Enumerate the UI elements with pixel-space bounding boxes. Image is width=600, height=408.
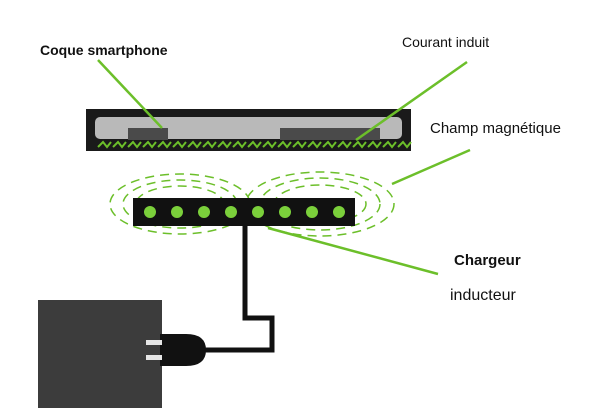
leader-phone-case [97,59,163,129]
coil-mark [382,140,397,149]
coil-mark [367,140,382,149]
label-charger-line1: Chargeur [454,252,521,269]
leader-induced-current [355,60,468,142]
coil-mark [157,140,172,149]
coil-mark [97,140,112,149]
label-induced-current: Courant induit [402,34,490,50]
charger-leds [144,206,345,218]
coil-mark [247,140,262,149]
leader-lines [97,59,471,276]
label-charger-line2: inducteur [450,287,516,304]
coil-mark [127,140,142,149]
charger-led [144,206,156,218]
coil-mark [337,140,352,149]
inductive-charger [133,198,355,226]
charger-led [333,206,345,218]
coil-mark [217,140,232,149]
coil-mark [277,140,292,149]
coil-mark [397,140,412,149]
leader-charger [267,226,439,276]
induced-current-coil [97,140,412,149]
coil-mark [232,140,247,149]
power-cable [195,226,275,353]
coil-mark [322,140,337,149]
charger-led [225,206,237,218]
charger-led [306,206,318,218]
coil-mark [142,140,157,149]
power-adapter [38,300,206,408]
coil-mark [262,140,277,149]
charger-led [279,206,291,218]
coil-mark [307,140,322,149]
coil-mark [352,140,367,149]
label-magnetic-field: Champ magnétique [430,120,561,137]
coil-mark [202,140,217,149]
coil-mark [112,140,127,149]
coil-mark [187,140,202,149]
coil-mark [172,140,187,149]
charger-led [171,206,183,218]
charger-led [252,206,264,218]
charger-led [198,206,210,218]
coil-mark [292,140,307,149]
label-phone-case: Coque smartphone [40,42,168,58]
leader-magnetic-field [391,148,471,186]
